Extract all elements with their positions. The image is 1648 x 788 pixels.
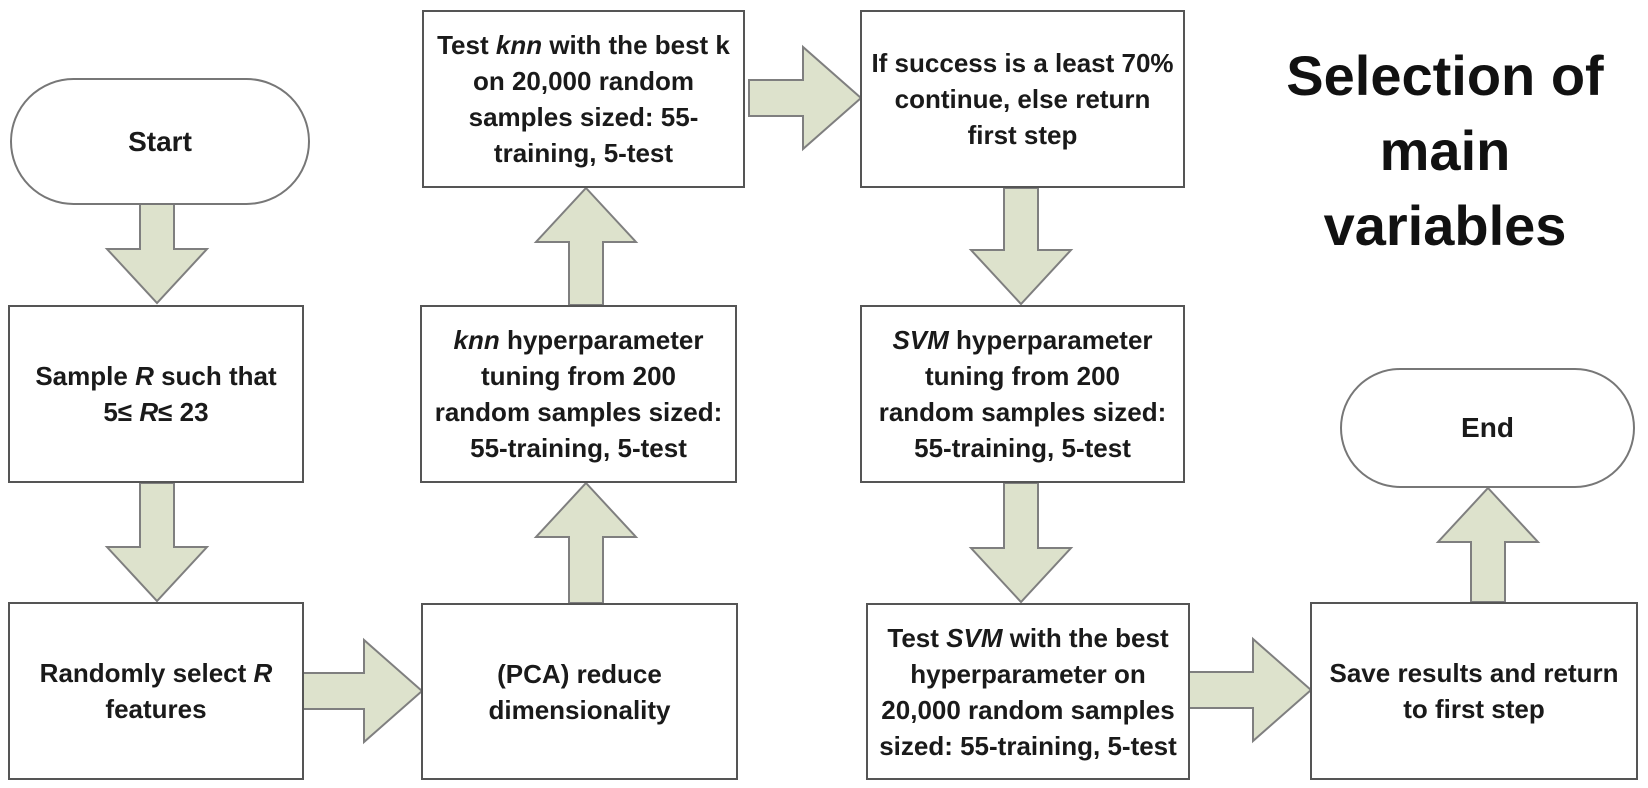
- arrow-pca-to-knn-tuning: [533, 481, 639, 604]
- diagram-title-line: Selection of: [1286, 44, 1604, 107]
- node-start: Start: [10, 78, 310, 205]
- arrow-svm-tuning-to-test-svm: [968, 482, 1074, 604]
- arrow-test-svm-to-save: [1188, 636, 1313, 744]
- arrow-test-knn-to-if-success: [748, 44, 863, 152]
- arrow-if-success-to-svm-tuning: [968, 187, 1074, 306]
- arrow-save-to-end: [1435, 486, 1541, 603]
- diagram-title: Selection of main variables: [1245, 38, 1645, 263]
- node-end: End: [1340, 368, 1635, 488]
- node-if-success: If success is a least 70%continue, else …: [860, 10, 1185, 188]
- arrow-sample-to-select: [104, 482, 210, 603]
- arrow-select-to-pca: [302, 637, 424, 745]
- diagram-title-line: main: [1379, 119, 1511, 182]
- diagram-title-line: variables: [1323, 194, 1567, 257]
- arrow-start-to-sample: [104, 199, 210, 305]
- arrow-knn-tuning-to-test-knn: [533, 186, 639, 306]
